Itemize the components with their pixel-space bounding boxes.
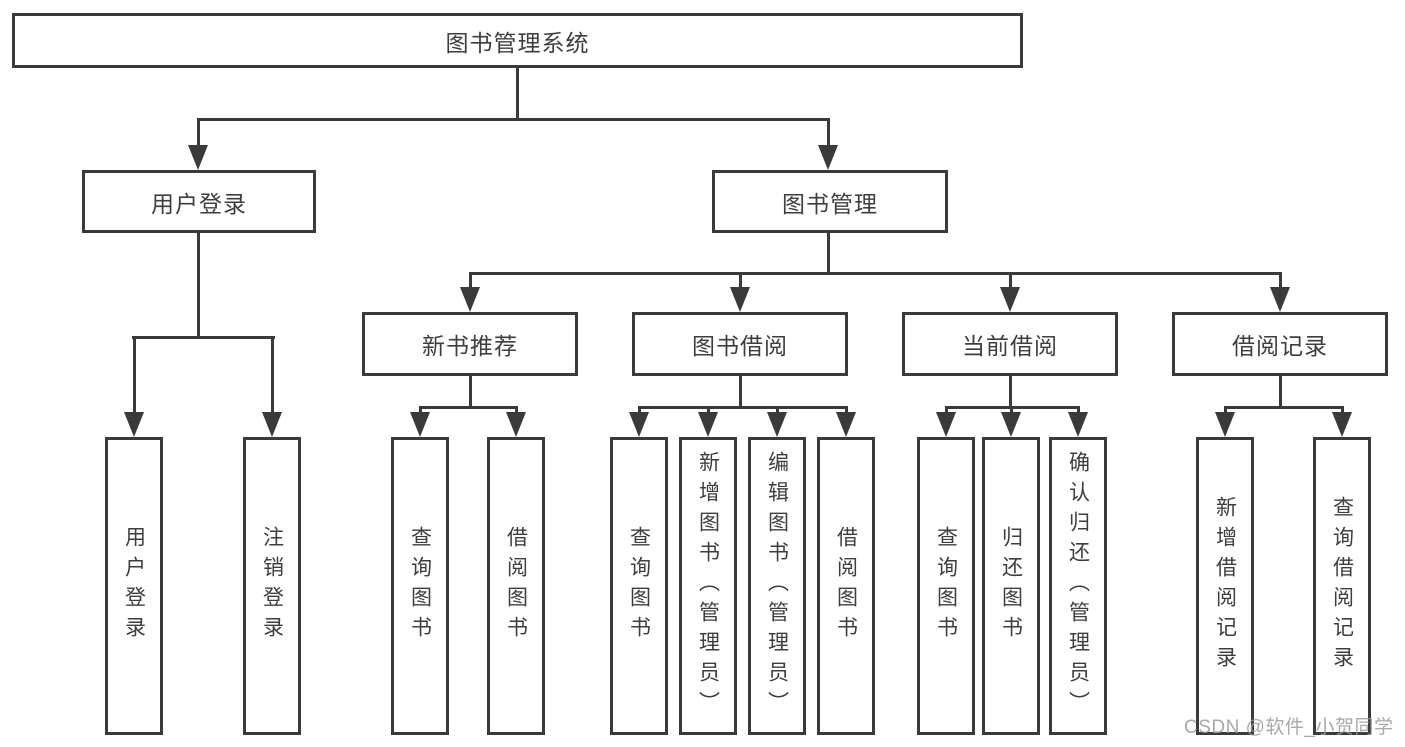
- connector-line: [197, 118, 830, 121]
- connector-arrowhead-icon: [124, 412, 144, 437]
- connector-line: [827, 118, 830, 148]
- connector-line: [827, 233, 830, 274]
- connector-line: [271, 336, 274, 414]
- csdn-watermark: CSDN @软件_小贺同学: [1184, 717, 1394, 738]
- node-book-mgmt: 图书管理: [712, 170, 948, 233]
- connector-line: [1279, 272, 1282, 289]
- connector-line: [1010, 406, 1013, 415]
- node-book-borrow: 图书借阅: [632, 312, 848, 376]
- connector-line: [1224, 406, 1227, 415]
- connector-line: [739, 272, 742, 289]
- connector-line: [1009, 376, 1012, 408]
- connector-arrowhead-icon: [1270, 287, 1290, 312]
- connector-line: [845, 406, 848, 415]
- connector-line: [469, 376, 472, 408]
- connector-arrowhead-icon: [1332, 412, 1352, 437]
- connector-arrowhead-icon: [1001, 412, 1021, 437]
- connector-line: [776, 406, 779, 415]
- connector-line: [469, 272, 472, 289]
- connector-line: [197, 233, 200, 338]
- connector-line: [469, 272, 1282, 275]
- connector-arrowhead-icon: [1068, 412, 1088, 437]
- node-search-books-current: 查询图书: [917, 437, 975, 735]
- connector-arrowhead-icon: [1000, 287, 1020, 312]
- connector-line: [945, 406, 948, 415]
- connector-line: [638, 406, 848, 409]
- connector-arrowhead-icon: [730, 287, 750, 312]
- node-root: 图书管理系统: [12, 13, 1023, 68]
- connector-arrowhead-icon: [188, 145, 208, 170]
- node-logout: 注销登录: [243, 437, 301, 735]
- connector-line: [739, 376, 742, 408]
- node-add-books-admin: 新增图书（管理员）: [679, 437, 737, 735]
- connector-line: [515, 406, 518, 415]
- node-return-books: 归还图书: [982, 437, 1040, 735]
- connector-line: [197, 118, 200, 148]
- connector-line: [1279, 376, 1282, 408]
- node-borrow-books: 借阅图书: [817, 437, 875, 735]
- connector-line: [638, 406, 641, 415]
- node-confirm-return-admin: 确认归还（管理员）: [1049, 437, 1107, 735]
- node-borrow-books-recommend: 借阅图书: [487, 437, 545, 735]
- connector-arrowhead-icon: [506, 412, 526, 437]
- node-search-borrow-record: 查询借阅记录: [1313, 437, 1371, 735]
- connector-line: [132, 336, 275, 339]
- connector-line: [133, 336, 136, 414]
- connector-line: [516, 68, 519, 119]
- node-edit-books-admin: 编辑图书（管理员）: [748, 437, 806, 735]
- connector-line: [419, 406, 422, 415]
- connector-line: [419, 406, 518, 409]
- node-search-books-recommend: 查询图书: [391, 437, 449, 735]
- node-borrow-records: 借阅记录: [1172, 312, 1388, 376]
- connector-arrowhead-icon: [818, 145, 838, 170]
- node-add-borrow-record: 新增借阅记录: [1196, 437, 1254, 735]
- node-current-borrow: 当前借阅: [902, 312, 1118, 376]
- connector-line: [1224, 406, 1344, 409]
- connector-arrowhead-icon: [460, 287, 480, 312]
- node-search-books-borrow: 查询图书: [610, 437, 668, 735]
- connector-arrowhead-icon: [767, 412, 787, 437]
- connector-line: [1341, 406, 1344, 415]
- connector-arrowhead-icon: [410, 412, 430, 437]
- connector-line: [1009, 272, 1012, 289]
- node-login: 用户登录: [105, 437, 163, 735]
- connector-arrowhead-icon: [262, 412, 282, 437]
- node-user-login: 用户登录: [82, 170, 316, 233]
- connector-arrowhead-icon: [836, 412, 856, 437]
- connector-line: [707, 406, 710, 415]
- connector-arrowhead-icon: [1215, 412, 1235, 437]
- connector-arrowhead-icon: [698, 412, 718, 437]
- connector-line: [1077, 406, 1080, 415]
- connector-arrowhead-icon: [629, 412, 649, 437]
- node-new-books: 新书推荐: [362, 312, 578, 376]
- connector-arrowhead-icon: [936, 412, 956, 437]
